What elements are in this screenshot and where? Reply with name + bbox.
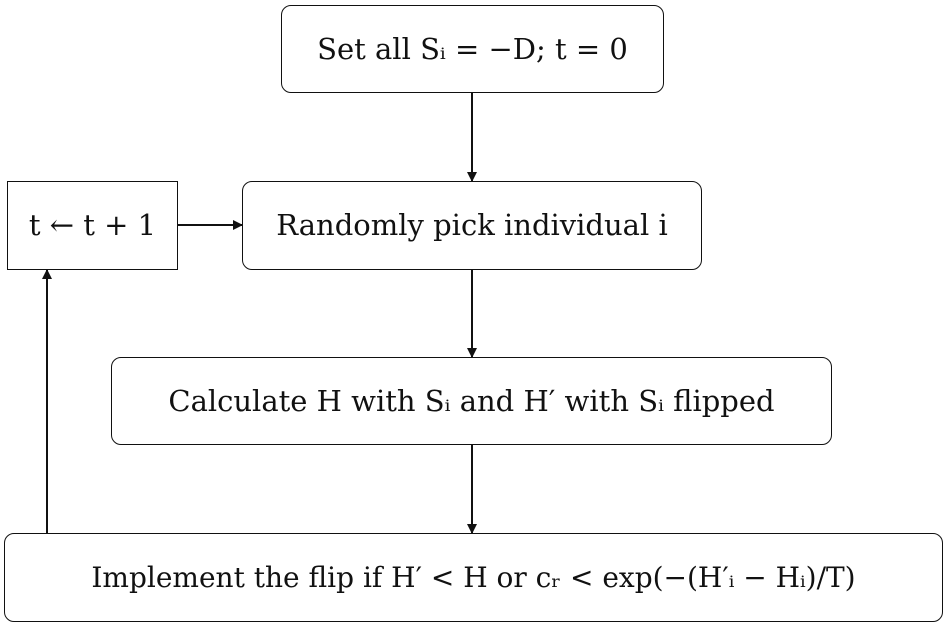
node-label-implement-flip: Implement the flip if H′ < H or cᵣ < exp…: [91, 560, 856, 594]
flowchart-node-increment: t ← t + 1: [7, 181, 178, 270]
flowchart-node-pick-individual: Randomly pick individual i: [242, 181, 702, 270]
node-label-calculate-energy: Calculate H with Sᵢ and H′ with Sᵢ flipp…: [168, 383, 775, 418]
node-label-pick-individual: Randomly pick individual i: [276, 208, 668, 242]
node-label-start: Set all Sᵢ = −D; t = 0: [317, 31, 628, 66]
node-label-increment: t ← t + 1: [28, 208, 157, 242]
flowchart-node-implement-flip: Implement the flip if H′ < H or cᵣ < exp…: [4, 533, 943, 622]
flowchart-node-calculate-energy: Calculate H with Sᵢ and H′ with Sᵢ flipp…: [111, 357, 832, 445]
flowchart-node-start: Set all Sᵢ = −D; t = 0: [281, 5, 664, 93]
